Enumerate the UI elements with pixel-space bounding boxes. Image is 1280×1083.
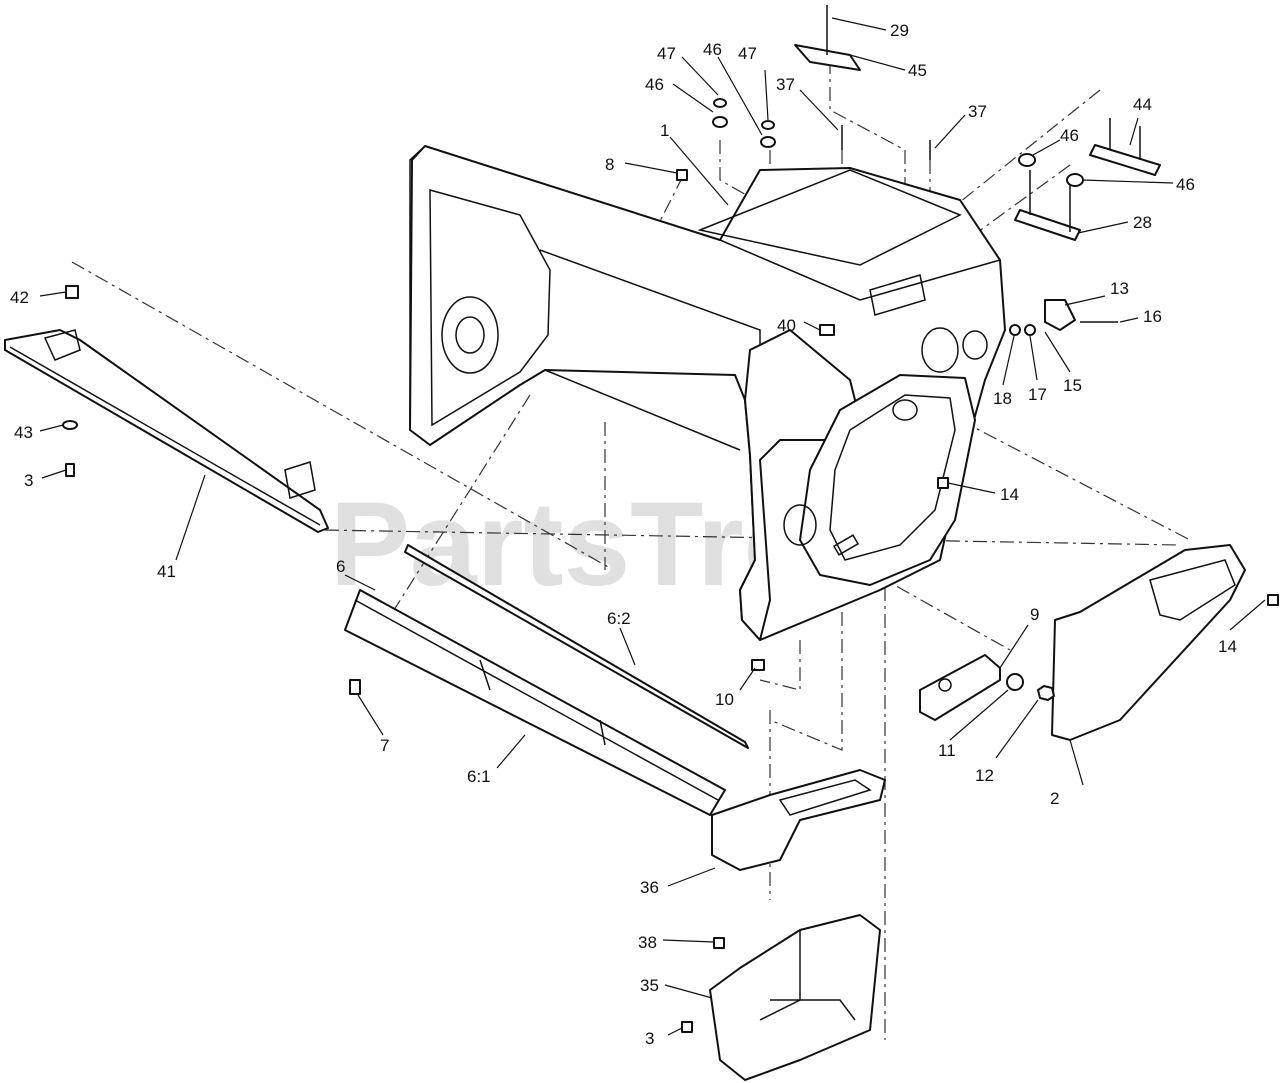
callout-37-right: 37 [968, 102, 987, 121]
callout-43: 43 [14, 423, 33, 442]
callout-44: 44 [1133, 95, 1152, 114]
chute-upper-cover [711, 769, 886, 871]
callout-47-right: 47 [738, 44, 757, 63]
callout-46-left: 46 [645, 75, 664, 94]
callout-13: 13 [1110, 279, 1129, 298]
callout-1: 1 [660, 121, 669, 140]
callout-labels: 1 2 3 3 6 6:1 6:2 7 8 9 10 11 12 13 14 1… [10, 21, 1237, 1048]
callout-2: 2 [1050, 789, 1059, 808]
callout-14-cover: 14 [1218, 637, 1237, 656]
callout-47-left: 47 [657, 44, 676, 63]
leader-lines [39, 17, 1266, 1036]
callout-6: 6 [336, 557, 345, 576]
auger-housing-frame [409, 145, 1006, 641]
callout-3-scraper: 3 [24, 471, 33, 490]
callout-37-left: 37 [776, 75, 795, 94]
callout-41: 41 [157, 562, 176, 581]
callout-3-chute: 3 [645, 1029, 654, 1048]
callout-9: 9 [1030, 605, 1039, 624]
callout-45: 45 [908, 61, 927, 80]
callout-36: 36 [640, 878, 659, 897]
callout-28: 28 [1133, 213, 1152, 232]
callout-6-1: 6:1 [467, 767, 491, 786]
callout-6-2: 6:2 [607, 609, 631, 628]
callout-10: 10 [715, 690, 734, 709]
callout-46-upper-right: 46 [1060, 126, 1079, 145]
callout-7: 7 [380, 736, 389, 755]
callout-15: 15 [1063, 376, 1082, 395]
callout-11: 11 [938, 741, 956, 760]
callout-35: 35 [640, 976, 659, 995]
chute-lower-cover [709, 914, 881, 1081]
callout-29: 29 [890, 21, 909, 40]
callout-12: 12 [975, 766, 994, 785]
callout-38: 38 [638, 933, 657, 952]
callout-46-right: 46 [1176, 175, 1195, 194]
callout-42: 42 [10, 288, 29, 307]
callout-46-mid: 46 [703, 40, 722, 59]
callout-40: 40 [777, 316, 796, 335]
callout-14-side: 14 [1000, 485, 1019, 504]
callout-18: 18 [993, 389, 1012, 408]
small-hardware [62, 285, 1279, 1033]
scraper-bar [4, 329, 329, 533]
callout-16: 16 [1143, 307, 1162, 326]
callout-8: 8 [605, 155, 614, 174]
callout-17: 17 [1028, 385, 1047, 404]
belt-cover [1051, 544, 1246, 741]
skid-bracket [919, 654, 1055, 721]
top-hardware [676, 5, 1161, 241]
skid-blade-assembly [344, 544, 749, 816]
